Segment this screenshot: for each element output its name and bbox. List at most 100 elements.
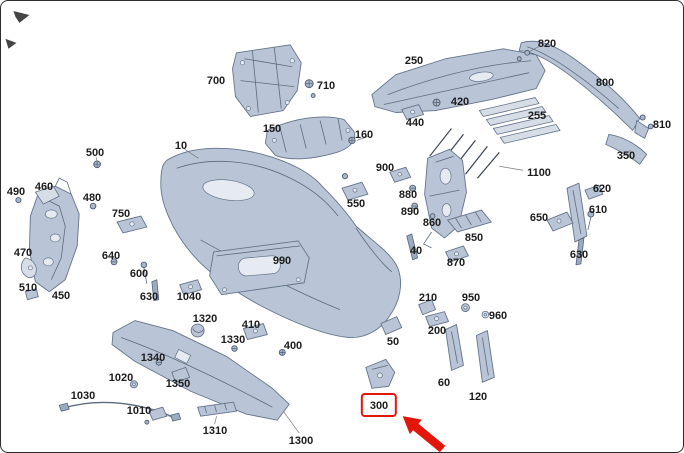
part-label-400[interactable]: 400 [283, 340, 303, 352]
part-label-1350[interactable]: 1350 [165, 378, 191, 390]
part-label-1310[interactable]: 1310 [202, 425, 228, 437]
part-clip-440 [401, 104, 425, 120]
part-label-990[interactable]: 990 [272, 255, 292, 267]
part-label-630[interactable]: 630 [569, 249, 589, 261]
part-label-440[interactable]: 440 [405, 117, 425, 129]
part-label-500[interactable]: 500 [85, 147, 105, 159]
part-label-880[interactable]: 880 [398, 189, 418, 201]
part-bracket-650 [546, 211, 574, 232]
highlight-box[interactable]: 300 [360, 393, 398, 417]
part-side-blade [566, 182, 588, 243]
part-label-200[interactable]: 200 [427, 325, 447, 337]
part-plate-410 [242, 323, 268, 340]
part-center-bracket [423, 148, 467, 249]
part-label-1020[interactable]: 1020 [108, 372, 134, 384]
part-label-620[interactable]: 620 [592, 183, 612, 195]
part-label-1300[interactable]: 1300 [288, 435, 314, 447]
part-bracket-900 [389, 166, 412, 183]
part-bits-810 [639, 114, 654, 130]
part-label-160[interactable]: 160 [354, 129, 374, 141]
part-bolt-1330 [231, 345, 238, 352]
part-bracket-550 [341, 173, 369, 201]
part-label-890[interactable]: 890 [400, 206, 420, 218]
part-bracket-200 [425, 311, 449, 328]
part-label-640[interactable]: 640 [101, 250, 121, 262]
part-label-800[interactable]: 800 [595, 77, 615, 89]
part-label-700[interactable]: 700 [206, 75, 226, 87]
part-label-410[interactable]: 410 [241, 319, 261, 331]
part-label-810[interactable]: 810 [652, 119, 672, 131]
part-hook-470 [20, 257, 37, 278]
part-label-255[interactable]: 255 [527, 110, 547, 122]
part-stud-600 [140, 261, 148, 284]
part-mounting-frame [232, 44, 302, 117]
part-rail-150 [264, 116, 356, 160]
part-clips-820 [516, 49, 531, 62]
part-pin-630-right [575, 237, 585, 266]
highlighted-part-label[interactable]: 300 [369, 400, 389, 412]
part-label-960[interactable]: 960 [488, 310, 508, 322]
part-finned-850 [447, 209, 492, 233]
part-label-480[interactable]: 480 [82, 192, 102, 204]
part-bar-1310 [197, 401, 237, 417]
part-label-50[interactable]: 50 [386, 336, 400, 348]
part-crossmember-990 [209, 240, 310, 296]
part-bolt-500 [93, 160, 101, 169]
part-label-750[interactable]: 750 [111, 208, 131, 220]
part-bolt-420 [432, 98, 441, 107]
part-label-870[interactable]: 870 [446, 257, 466, 269]
part-bolt-160 [348, 136, 356, 145]
part-bracket-1040 [179, 279, 203, 296]
part-clip-510 [24, 288, 39, 301]
part-label-900[interactable]: 900 [375, 162, 395, 174]
part-bolt-480 [89, 202, 97, 210]
part-label-860[interactable]: 860 [422, 217, 442, 229]
part-label-450[interactable]: 450 [51, 290, 71, 302]
part-wedge-50 [380, 316, 403, 335]
part-bolt-400 [278, 349, 286, 356]
part-pin-630-left [151, 279, 160, 302]
part-label-10[interactable]: 10 [174, 140, 188, 152]
part-towcover-1320 [190, 323, 205, 338]
part-bolt-490 [15, 197, 22, 204]
part-label-600[interactable]: 600 [129, 268, 149, 280]
part-label-420[interactable]: 420 [450, 96, 470, 108]
part-label-650[interactable]: 650 [529, 212, 549, 224]
corner-mark-icon [13, 10, 30, 23]
part-label-210[interactable]: 210 [418, 292, 438, 304]
part-label-630[interactable]: 630 [139, 291, 159, 303]
part-bolt-610 [587, 210, 595, 231]
part-label-60[interactable]: 60 [437, 377, 451, 389]
part-label-1040[interactable]: 1040 [176, 291, 202, 303]
part-label-490[interactable]: 490 [6, 186, 26, 198]
part-label-460[interactable]: 460 [34, 181, 54, 193]
part-bolt-710 [304, 79, 316, 99]
part-label-150[interactable]: 150 [262, 123, 282, 135]
part-label-350[interactable]: 350 [616, 150, 636, 162]
part-label-470[interactable]: 470 [13, 247, 33, 259]
part-label-850[interactable]: 850 [464, 232, 484, 244]
part-label-820[interactable]: 820 [537, 38, 557, 50]
part-ring-960 [481, 310, 490, 319]
part-label-1100[interactable]: 1100 [527, 167, 551, 179]
part-label-1330[interactable]: 1330 [220, 334, 246, 346]
part-bracket-460 [34, 185, 60, 205]
part-bracket-750 [116, 215, 148, 234]
part-label-1010[interactable]: 1010 [126, 405, 152, 417]
part-pin-40 [406, 233, 419, 261]
corner-mark-icon [5, 38, 17, 49]
part-label-510[interactable]: 510 [18, 282, 38, 294]
part-label-40[interactable]: 40 [409, 245, 423, 257]
part-label-250[interactable]: 250 [404, 55, 424, 67]
part-label-950[interactable]: 950 [461, 292, 481, 304]
part-label-550[interactable]: 550 [346, 198, 366, 210]
part-label-610[interactable]: 610 [588, 204, 608, 216]
part-impact-bar [371, 48, 546, 113]
part-label-710[interactable]: 710 [316, 80, 336, 92]
part-label-120[interactable]: 120 [468, 391, 488, 403]
part-label-1320[interactable]: 1320 [192, 313, 218, 325]
part-label-1030[interactable]: 1030 [70, 390, 96, 402]
part-label-1340[interactable]: 1340 [140, 352, 166, 364]
